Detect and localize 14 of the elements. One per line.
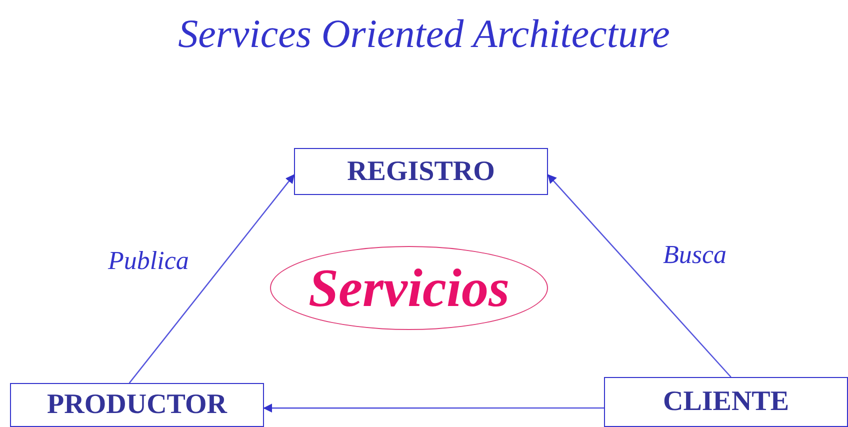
arrow [263,404,604,413]
process-box [604,377,848,427]
edge-label: Busca [663,240,727,270]
process-box [294,148,548,195]
edge-label: Publica [108,246,189,276]
node-label: CLIENTE [662,386,790,418]
service-ellipse [270,246,548,330]
arrow [128,174,295,384]
node-label: Servicios [308,257,510,319]
diagram-title: Services Oriented Architecture [177,10,671,57]
node-label: PRODUCTOR [47,389,227,421]
node-label: REGISTRO [347,156,495,188]
process-box [10,383,264,427]
arrow [547,174,732,378]
